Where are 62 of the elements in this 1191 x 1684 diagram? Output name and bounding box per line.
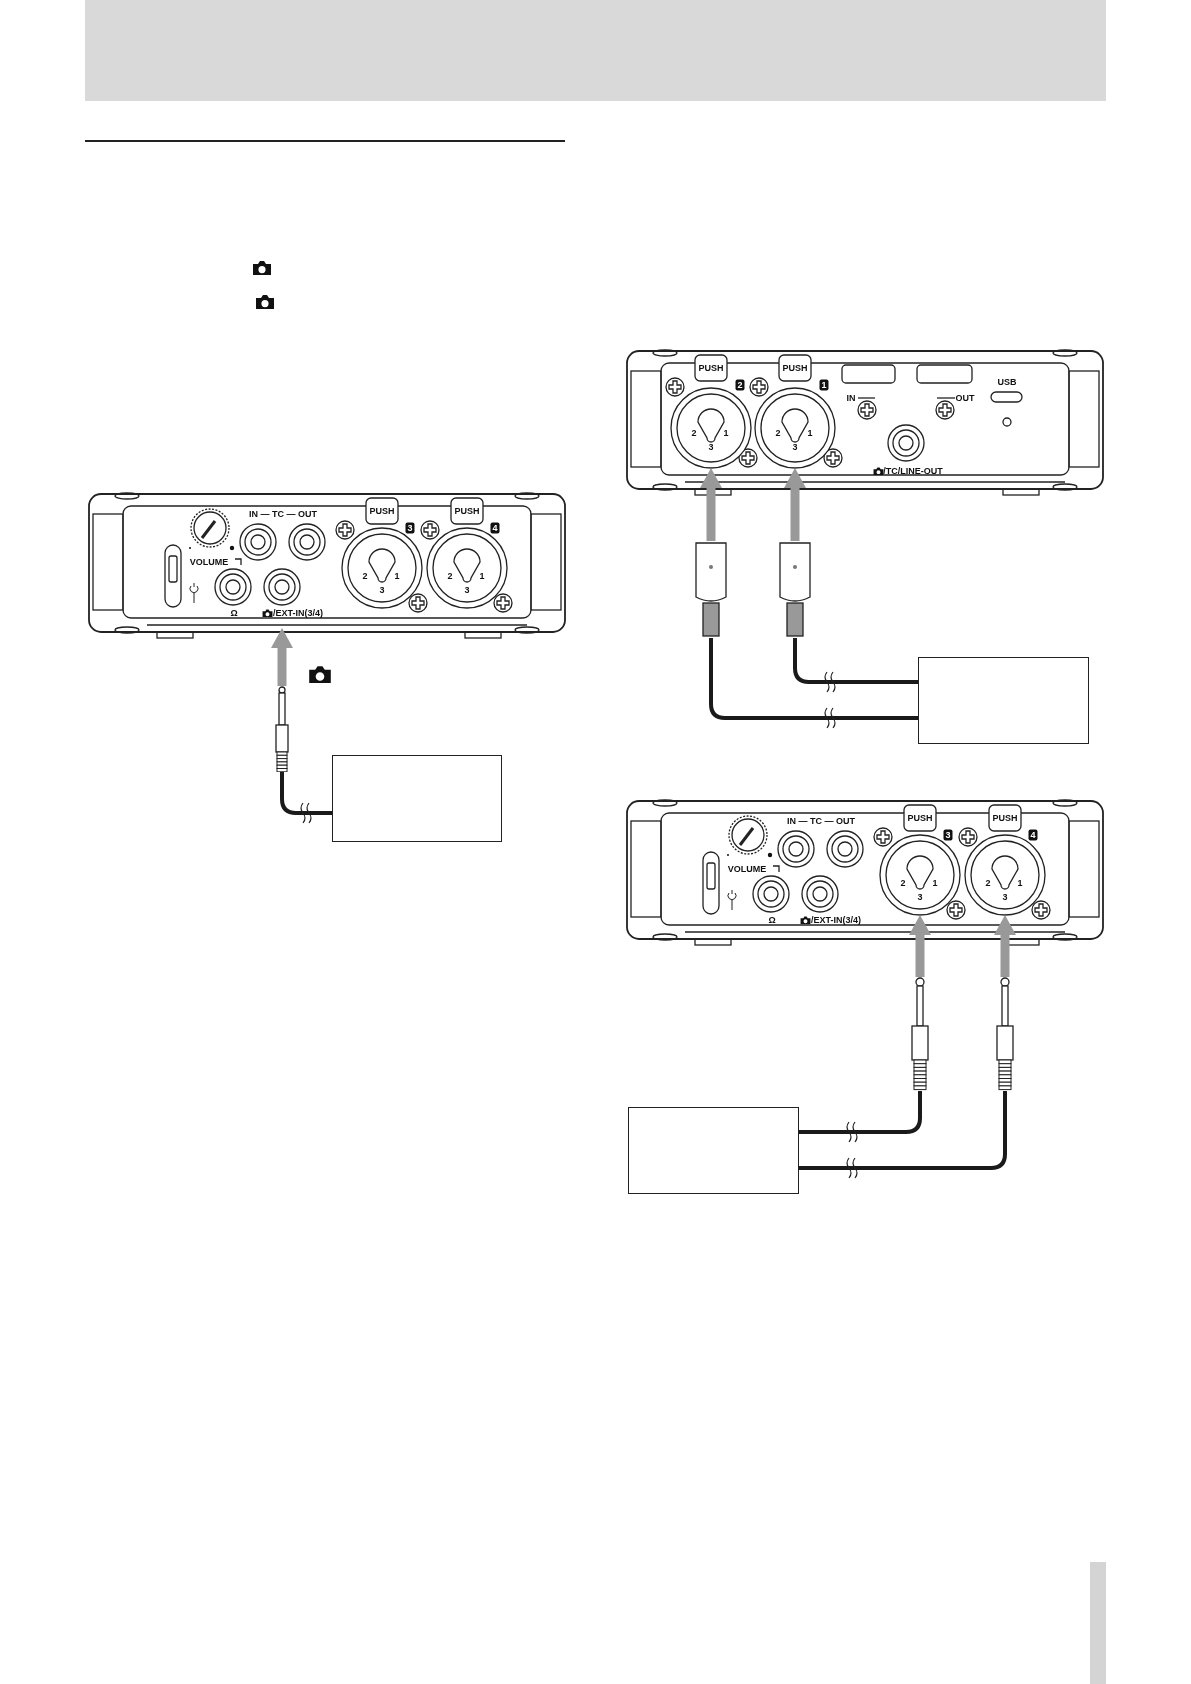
cable [799, 1091, 922, 1143]
panel-label: Ω [768, 915, 776, 925]
panel-label: 2 [447, 571, 453, 581]
arrow [700, 468, 722, 541]
device-box [332, 755, 502, 842]
mini-jack [263, 568, 301, 606]
panel-label: OUT [955, 393, 975, 403]
panel-label: 3 [917, 892, 923, 902]
panel-label: PUSH [782, 363, 808, 373]
panel-label: /EXT-IN(3/4) [811, 915, 861, 925]
panel-label: /TC/LINE-OUT [883, 466, 943, 476]
channel-number: 3 [943, 829, 953, 841]
panel-label: 1 [479, 571, 485, 581]
panel-label: 1 [1017, 878, 1023, 888]
panel-label: PUSH [992, 813, 1018, 823]
panel-label: IN — TC — OUT [249, 509, 317, 519]
panel-label: IN [846, 393, 856, 403]
panel-label: VOLUME [189, 557, 229, 567]
panel-label: 2 [775, 428, 781, 438]
panel-label: 2 [985, 878, 991, 888]
cable [709, 638, 918, 729]
panel-label: VOLUME [727, 864, 767, 874]
panel-label: 1 [723, 428, 729, 438]
xlr-combo-jack [964, 834, 1046, 916]
panel-label: PUSH [454, 506, 480, 516]
arrow [784, 468, 806, 541]
arrow [909, 915, 931, 977]
xlr-plug [778, 541, 812, 638]
panel-label: 3 [792, 442, 798, 452]
panel-label: USB [997, 377, 1017, 387]
panel-label: 3 [379, 585, 385, 595]
channel-number: 4 [490, 522, 500, 534]
channel-number: 4 [1028, 829, 1038, 841]
panel-label: PUSH [369, 506, 395, 516]
cable [793, 638, 918, 693]
panel-label: PUSH [698, 363, 724, 373]
panel-label: 2 [900, 878, 906, 888]
device-box [918, 657, 1089, 744]
device-box [628, 1107, 799, 1194]
cable [799, 1091, 1007, 1179]
panel-label: 3 [1002, 892, 1008, 902]
xlr-combo-jack [879, 834, 961, 916]
channel-number: 3 [405, 522, 415, 534]
channel-number: 1 [819, 379, 829, 391]
panel-label: IN — TC — OUT [787, 816, 855, 826]
panel-label: 3 [708, 442, 714, 452]
cable [280, 771, 332, 824]
panel-label: /EXT-IN(3/4) [273, 608, 323, 618]
panel-label: 2 [362, 571, 368, 581]
panel-label: Ω [230, 608, 238, 618]
arrow [271, 628, 293, 686]
arrow [994, 915, 1016, 977]
xlr-plug [694, 541, 728, 638]
panel-label: 1 [932, 878, 938, 888]
channel-number: 2 [735, 379, 745, 391]
panel-label: 1 [394, 571, 400, 581]
panel-label: 2 [691, 428, 697, 438]
panel-label: PUSH [907, 813, 933, 823]
xlr-combo-jack [670, 387, 752, 469]
panel-label: 1 [807, 428, 813, 438]
xlr-combo-jack [754, 387, 836, 469]
panel-label: 3 [464, 585, 470, 595]
